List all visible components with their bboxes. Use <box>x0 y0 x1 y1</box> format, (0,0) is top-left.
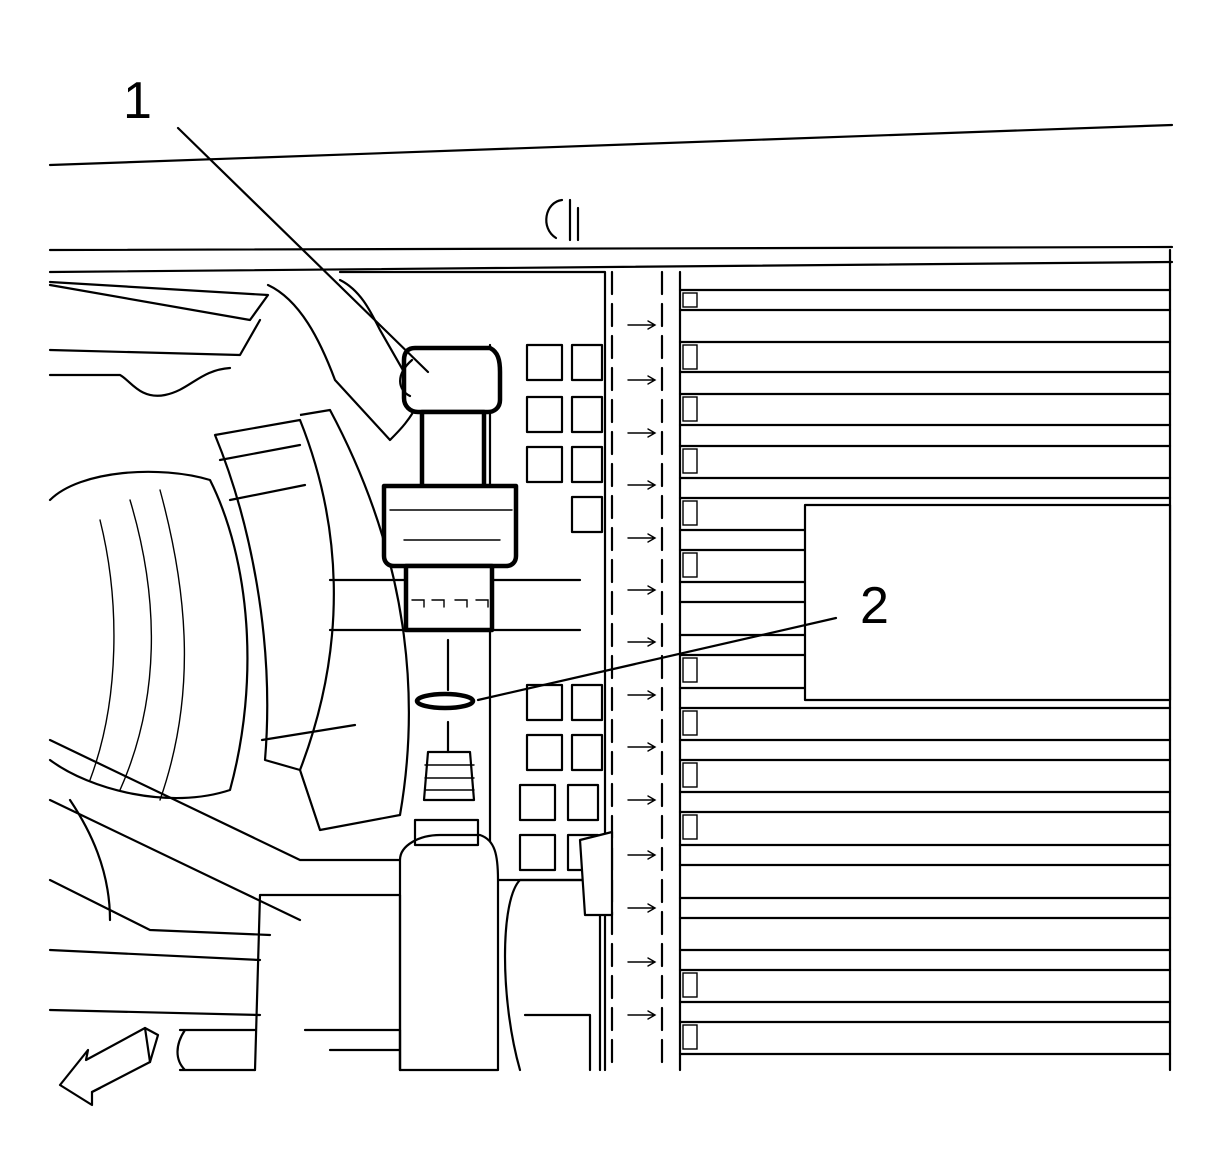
front-direction-arrow-icon <box>58 1026 160 1107</box>
callout-1-leader <box>176 126 430 374</box>
lower-line-fitting <box>176 818 614 1072</box>
threaded-port <box>422 720 476 802</box>
callout-2-label: 2 <box>860 577 889 635</box>
o-ring-seal <box>414 638 476 711</box>
callout-1-label: 1 <box>123 72 152 130</box>
upper-panel <box>48 123 1174 274</box>
left-hose-assembly <box>48 278 422 1017</box>
pressure-sensor <box>381 345 519 633</box>
condenser-core <box>678 248 1172 1072</box>
callout-2-leader <box>476 616 838 702</box>
condenser-side-tank <box>610 270 664 1072</box>
